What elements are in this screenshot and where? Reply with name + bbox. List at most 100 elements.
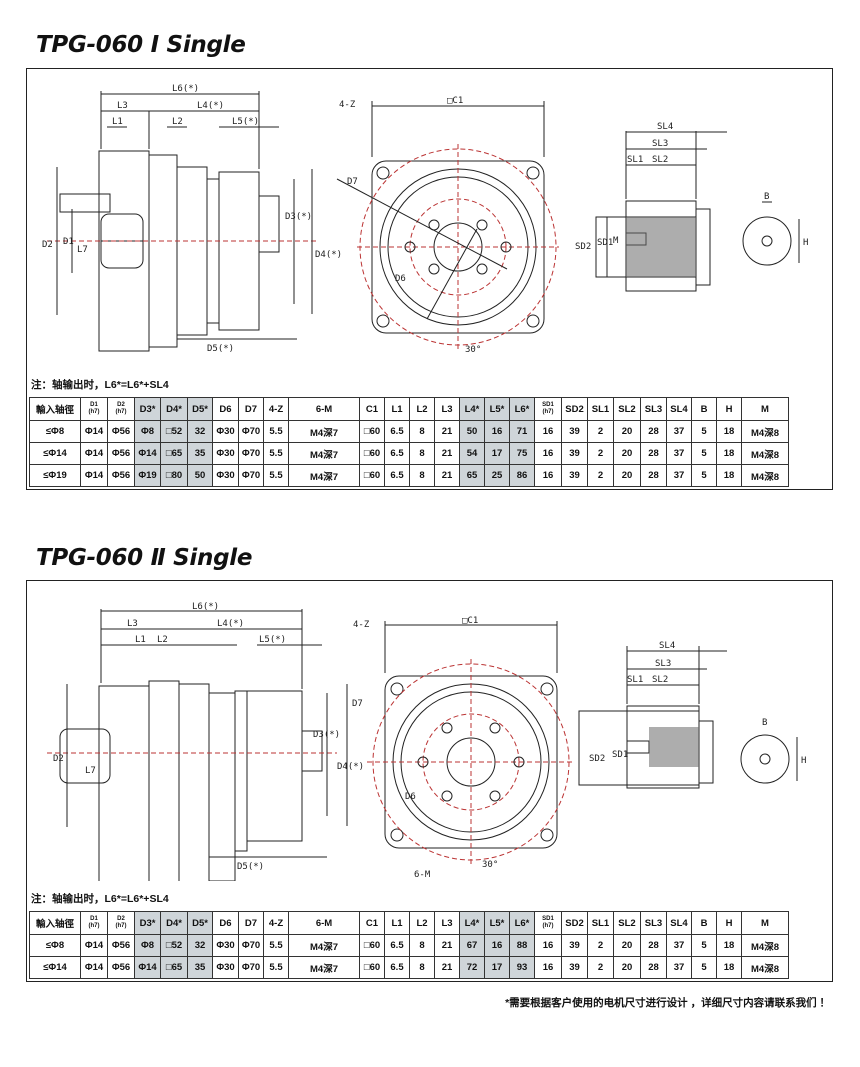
dim-SL3: SL3 [652, 139, 668, 149]
table-cell: 18 [716, 442, 742, 465]
table-cell: ≤Φ8 [29, 420, 81, 443]
section2-note: 注：轴输出时，L6*=L6*+SL4 [31, 893, 169, 905]
col-d4: D4* [160, 397, 188, 421]
col-d1: D1(h7) [80, 911, 108, 935]
col-6m: 6-M [288, 397, 360, 421]
col-sl4: SL4 [666, 397, 692, 421]
dim-D3: D3(*) [313, 730, 340, 740]
table-cell: M4深8 [741, 934, 789, 957]
dim-L7: L7 [77, 245, 88, 255]
col-h: H [716, 911, 742, 935]
table-cell: 5 [691, 442, 717, 465]
col-sl1: SL1 [587, 397, 614, 421]
dim-B: B [762, 718, 767, 728]
table-cell: Φ56 [107, 420, 135, 443]
table-cell: 8 [409, 464, 435, 487]
section2-drawing: L6(*) L3 L4(*) L1 L2 L5(*) L7 D2 D3(*) D… [47, 602, 806, 881]
col-4z: 4-Z [263, 397, 289, 421]
col-l4: L4* [459, 911, 485, 935]
table-cell: 88 [509, 934, 535, 957]
dim-SD1: SD1 [597, 238, 613, 248]
table-cell: 5.5 [263, 464, 289, 487]
table-cell: 18 [716, 934, 742, 957]
table-cell: M4深7 [288, 442, 360, 465]
table-cell: Φ8 [134, 934, 161, 957]
table-cell: M4深8 [741, 442, 789, 465]
dim-L4: L4(*) [217, 619, 244, 629]
table-cell: 21 [434, 934, 460, 957]
dim-L2: L2 [172, 117, 183, 127]
table-cell: 39 [561, 420, 588, 443]
table-cell: 16 [484, 420, 510, 443]
table-cell: □60 [359, 934, 385, 957]
table-cell: Φ14 [80, 442, 108, 465]
table-cell: 20 [613, 934, 641, 957]
col-sd2: SD2 [561, 911, 588, 935]
table-cell: 28 [640, 464, 667, 487]
table-cell: 39 [561, 934, 588, 957]
table-cell: ≤Φ8 [29, 934, 81, 957]
dim-SD2: SD2 [589, 754, 605, 764]
table-cell: M4深7 [288, 420, 360, 443]
table-cell: 35 [187, 442, 213, 465]
col-l2: L2 [409, 397, 435, 421]
table-cell: □65 [160, 956, 188, 979]
table-cell: Φ8 [134, 420, 161, 443]
col-c1: C1 [359, 911, 385, 935]
table-cell: 18 [716, 420, 742, 443]
table-cell: ≤Φ14 [29, 442, 81, 465]
table-cell: 5.5 [263, 934, 289, 957]
dim-D4: D4(*) [337, 762, 364, 772]
col-sl2: SL2 [613, 397, 641, 421]
col-d5: D5* [187, 397, 213, 421]
table-cell: Φ70 [238, 464, 264, 487]
table-cell: 75 [509, 442, 535, 465]
col-b: B [691, 397, 717, 421]
dim-C1: □C1 [462, 616, 478, 626]
section1-frame: L6(*) L3 L4(*) L1 L2 L5(*) L7 D2 D1 D3(*… [26, 68, 833, 490]
table-cell: 21 [434, 956, 460, 979]
col-d7: D7 [238, 911, 264, 935]
table-cell: Φ56 [107, 934, 135, 957]
angle-label: 30° [465, 345, 481, 355]
table-cell: Φ14 [80, 934, 108, 957]
table-cell: 67 [459, 934, 485, 957]
table-cell: Φ30 [212, 420, 239, 443]
shaft-end-view [742, 216, 792, 266]
table-cell: □60 [359, 956, 385, 979]
section2-spec-table: 輸入轴徑 D1(h7) D2(h7) D3* D4* D5* D6 D7 4-Z… [29, 911, 789, 979]
table-cell: 18 [716, 956, 742, 979]
table-cell: ≤Φ19 [29, 464, 81, 487]
table-cell: 6.5 [384, 420, 410, 443]
col-sd1: SD1(h7) [534, 397, 562, 421]
table-cell: □80 [160, 464, 188, 487]
dim-D5: D5(*) [207, 344, 234, 354]
dim-M: M [613, 236, 619, 246]
dim-L5: L5(*) [232, 117, 259, 127]
dim-D4: D4(*) [315, 250, 342, 260]
col-l4: L4* [459, 397, 485, 421]
table-cell: Φ56 [107, 956, 135, 979]
table-cell: Φ19 [134, 464, 161, 487]
dim-D3: D3(*) [285, 212, 312, 222]
table-cell: 18 [716, 464, 742, 487]
table-cell: Φ14 [80, 464, 108, 487]
col-d5: D5* [187, 911, 213, 935]
table-cell: 5 [691, 956, 717, 979]
table-cell: M4深7 [288, 934, 360, 957]
dim-D2: D2 [53, 754, 64, 764]
col-sd1: SD1(h7) [534, 911, 562, 935]
col-c1: C1 [359, 397, 385, 421]
table-cell: □60 [359, 464, 385, 487]
table-cell: 6.5 [384, 464, 410, 487]
table-cell: Φ14 [134, 442, 161, 465]
col-sl3: SL3 [640, 911, 667, 935]
dim-4Z: 4-Z [353, 620, 370, 630]
table-cell: 16 [534, 934, 562, 957]
table-cell: 50 [459, 420, 485, 443]
dim-C1: □C1 [447, 96, 463, 106]
col-input: 輸入轴徑 [29, 397, 81, 421]
dim-4Z: 4-Z [339, 100, 356, 110]
